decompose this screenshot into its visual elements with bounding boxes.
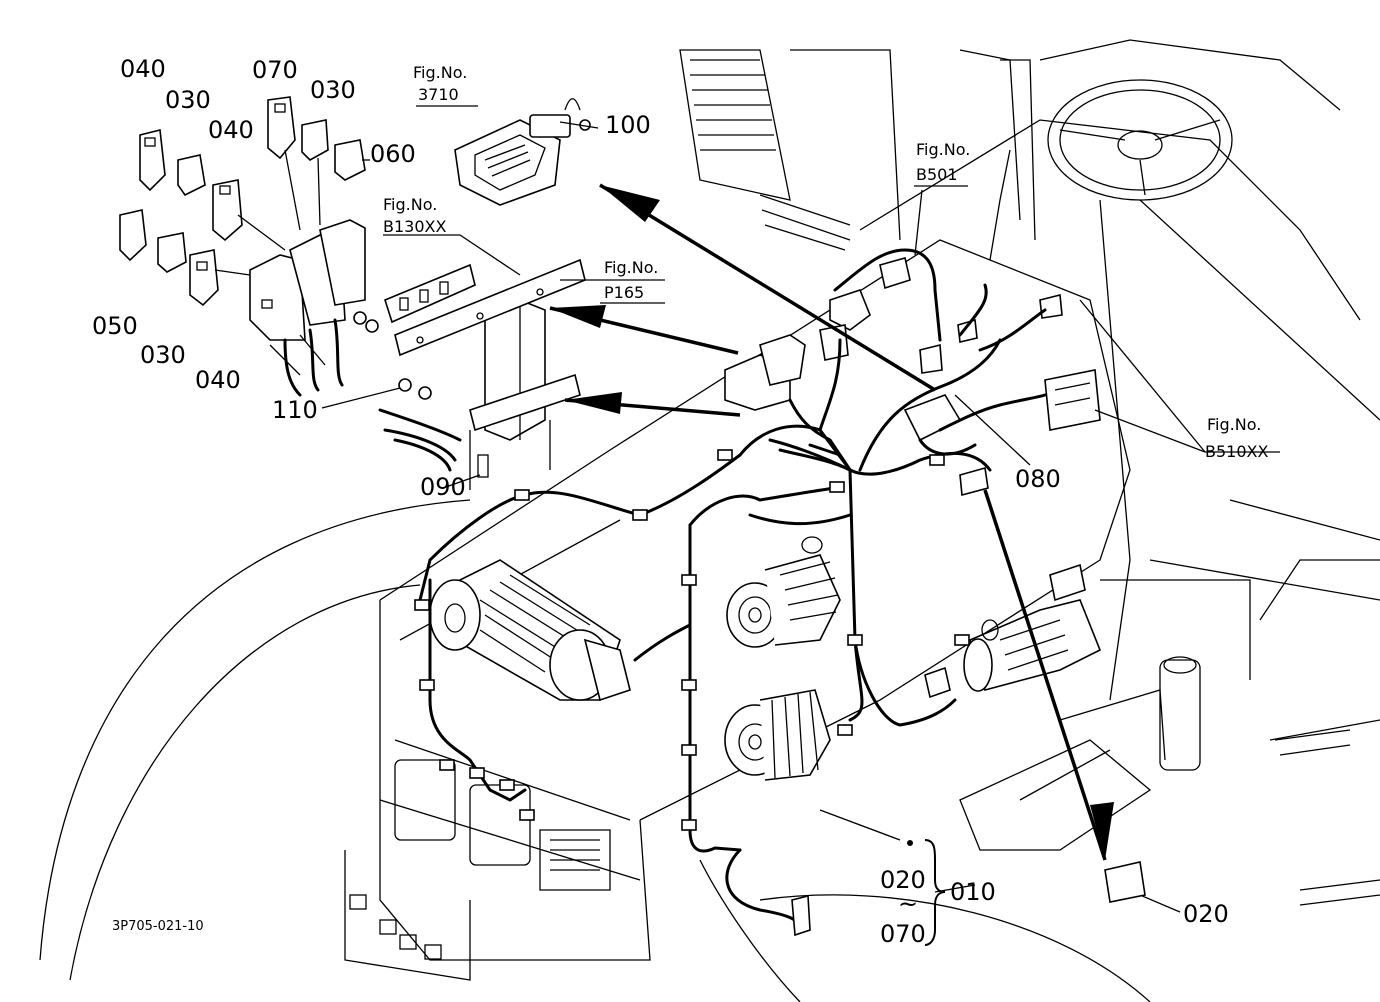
alternator <box>724 689 831 781</box>
diagram-code: 3P705-021-10 <box>112 919 204 934</box>
air-cleaner <box>429 559 631 702</box>
part-number-090: 090 <box>420 473 466 501</box>
fig-ref-number: B510XX <box>1205 442 1268 461</box>
part-number-040: 040 <box>195 366 241 394</box>
harness-upper <box>724 257 1101 497</box>
part-number-050: 050 <box>92 312 138 340</box>
fig-ref-number: 3710 <box>418 85 459 104</box>
cab-bracket <box>469 299 581 490</box>
fig-ref-label: Fig.No. <box>916 140 970 159</box>
part-number-040: 040 <box>208 116 254 144</box>
part-number-030: 030 <box>310 76 356 104</box>
fig-ref-b510xx[interactable]: Fig.No. B510XX <box>1205 415 1268 461</box>
fig-ref-p165[interactable]: Fig.No. P165 <box>600 258 665 304</box>
fuse-relays <box>119 96 370 307</box>
fig-ref-number: B501 <box>916 165 958 184</box>
leader-lines <box>321 121 1280 913</box>
fig-ref-label: Fig.No. <box>383 195 437 214</box>
part-number-070: 070 <box>252 56 298 84</box>
part-number-100: 100 <box>605 111 651 139</box>
reference-arrows <box>549 183 1114 861</box>
part-number-020: 020 <box>1183 900 1229 928</box>
part-number-080: 080 <box>1015 465 1061 493</box>
part-number-110: 110 <box>272 396 318 424</box>
fig-ref-label: Fig.No. <box>604 258 658 277</box>
fig-ref-number: B130XX <box>383 217 446 236</box>
control-unit <box>454 98 591 206</box>
relay-fuse-block <box>249 219 366 397</box>
fig-ref-number: P165 <box>604 283 644 302</box>
part-number-060: 060 <box>370 140 416 168</box>
part-number-020: 020 <box>880 866 926 894</box>
part-number-040: 040 <box>120 55 166 83</box>
starter-motor <box>963 563 1102 692</box>
relay-020 <box>1104 861 1146 903</box>
fig-ref-b130xx[interactable]: Fig.No. B130XX <box>383 195 446 236</box>
step-perforations <box>690 59 1380 906</box>
fig-ref-label: Fig.No. <box>413 63 467 82</box>
fig-ref-label: Fig.No. <box>1207 415 1261 434</box>
fig-ref-3710[interactable]: Fig.No. 3710 <box>413 63 478 107</box>
part-number-030: 030 <box>140 341 186 369</box>
range-tilde: ~ <box>898 890 918 918</box>
part-number-070: 070 <box>880 920 926 948</box>
ac-compressor <box>726 536 841 648</box>
wire-harness <box>378 248 1047 937</box>
range-bracket <box>924 839 946 946</box>
mounting-plate <box>353 258 586 357</box>
tractor-outline <box>39 39 1380 1002</box>
part-number-010: 010 <box>950 878 996 906</box>
fig-ref-b501[interactable]: Fig.No. B501 <box>914 140 970 187</box>
part-number-030: 030 <box>165 86 211 114</box>
